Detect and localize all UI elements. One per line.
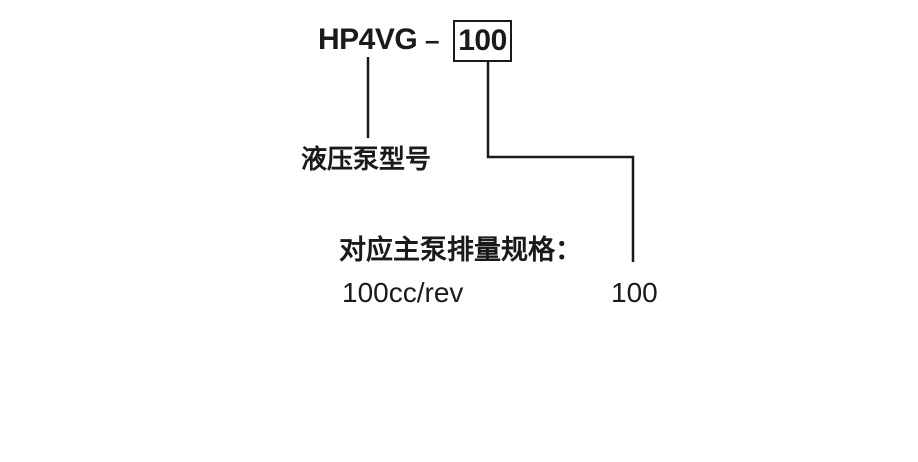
- displacement-code-box-value: 100: [458, 24, 507, 57]
- displacement-spec-heading: 对应主泵排量规格：: [339, 235, 582, 265]
- displacement-code: 100: [611, 277, 658, 308]
- displacement-code-box: 100: [453, 20, 512, 62]
- model-separator-dash: –: [425, 25, 440, 55]
- pump-model-label: 液压泵型号: [301, 144, 432, 174]
- displacement-connector-line: [486, 62, 635, 262]
- displacement-value: 100cc/rev: [342, 277, 464, 308]
- model-prefix-text: HP4VG: [318, 23, 418, 56]
